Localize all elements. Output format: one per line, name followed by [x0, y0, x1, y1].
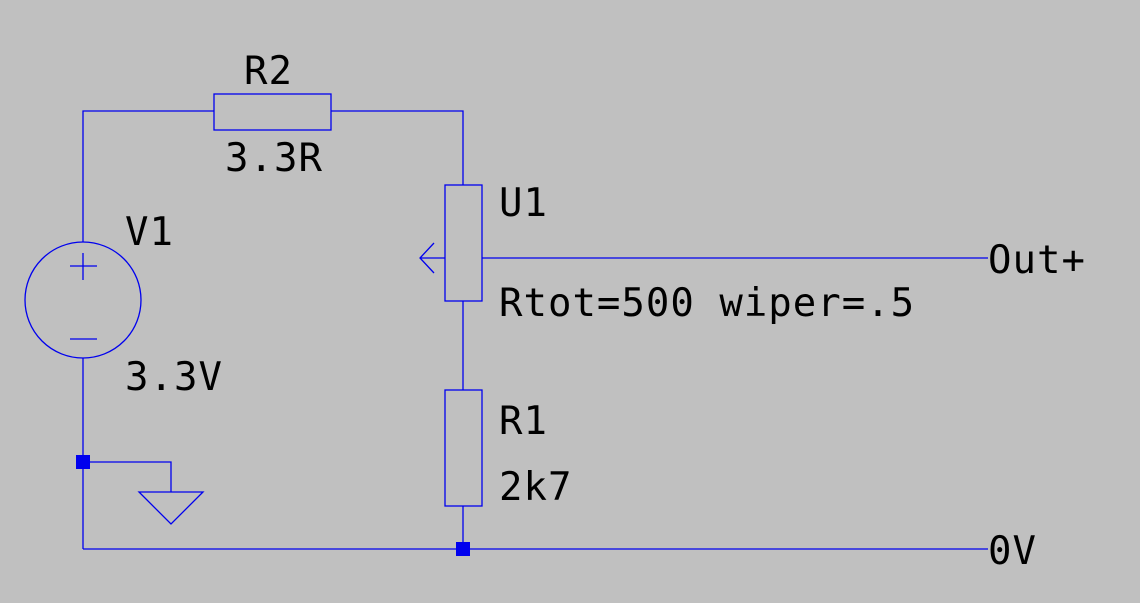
v1-value-label: 3.3V — [125, 355, 223, 400]
potentiometer-u1-body — [444, 184, 483, 302]
ground-symbol[interactable] — [137, 491, 205, 525]
r2-value-label: 3.3R — [225, 136, 323, 181]
net-label-0v[interactable]: 0V — [988, 529, 1037, 574]
u1-value-label: Rtot=500 wiper=.5 — [499, 281, 915, 326]
junction-left — [76, 455, 90, 469]
wire-top-right — [331, 110, 464, 185]
junction-bottom — [456, 542, 470, 556]
wiper-arrow-icon — [419, 242, 435, 274]
u1-ref-label: U1 — [499, 181, 548, 226]
resistor-r2-body — [213, 93, 332, 131]
resistor-r1[interactable]: R1 2k7 — [444, 389, 572, 510]
v1-ref-label: V1 — [125, 210, 174, 255]
potentiometer-u1[interactable]: U1 Rtot=500 wiper=.5 — [419, 181, 915, 326]
wires — [82, 110, 988, 550]
ground-icon — [137, 491, 205, 525]
r2-ref-label: R2 — [244, 49, 293, 94]
resistor-r1-body — [444, 389, 483, 507]
wire-ground-stub — [83, 461, 172, 492]
r1-ref-label: R1 — [499, 399, 548, 444]
voltage-source-v1[interactable]: V1 3.3V — [24, 210, 223, 400]
resistor-r2[interactable]: R2 3.3R — [213, 49, 332, 181]
r1-value-label: 2k7 — [499, 465, 572, 510]
voltage-source-v1-body — [24, 241, 142, 359]
net-label-out-plus[interactable]: Out+ — [988, 238, 1086, 283]
plus-sign-icon — [70, 253, 97, 280]
wire-top-left — [82, 110, 214, 242]
